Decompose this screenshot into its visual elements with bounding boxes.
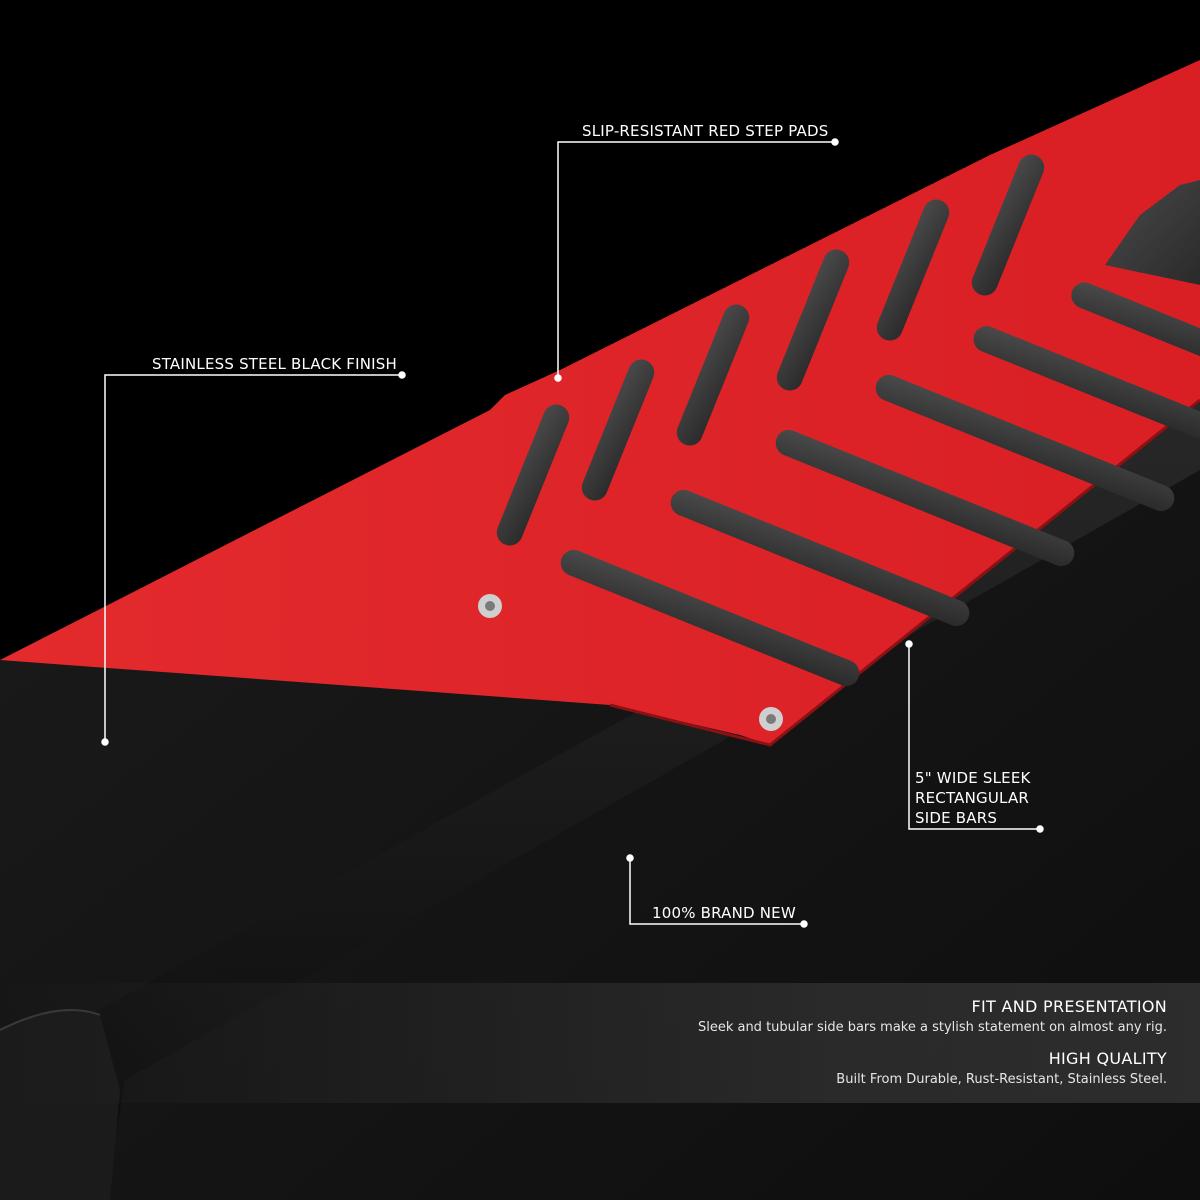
rivet-upper — [478, 594, 502, 618]
step-pad-slots — [496, 154, 1200, 687]
callout-side-bars-line-1: 5" WIDE SLEEK — [915, 769, 1031, 787]
leader-side-bars — [905, 640, 1044, 833]
callout-brand-new: 100% BRAND NEW — [652, 904, 796, 922]
feature-info-panel: FIT AND PRESENTATION Sleek and tubular s… — [0, 983, 1200, 1103]
leader-brand-new — [626, 854, 808, 928]
red-step-pad — [0, 60, 1200, 747]
callout-side-bars: 5" WIDE SLEEK RECTANGULAR SIDE BARS — [915, 768, 1065, 828]
callout-step-pads: SLIP-RESISTANT RED STEP PADS — [582, 122, 829, 140]
leader-step-pads — [554, 138, 839, 382]
leader-finish — [101, 371, 406, 746]
feature-description: Sleek and tubular side bars make a styli… — [697, 1020, 1167, 1035]
feature-title: HIGH QUALITY — [1048, 1049, 1167, 1068]
callout-side-bars-line-2: RECTANGULAR — [915, 789, 1030, 807]
callout-side-bars-line-3: SIDE BARS — [915, 809, 998, 827]
feature-high-quality: HIGH QUALITY Built From Durable, Rust-Re… — [836, 1049, 1167, 1087]
callout-finish: STAINLESS STEEL BLACK FINISH — [152, 355, 397, 373]
feature-fit-presentation: FIT AND PRESENTATION Sleek and tubular s… — [698, 997, 1167, 1035]
feature-description: Built From Durable, Rust-Resistant, Stai… — [836, 1072, 1167, 1087]
feature-title: FIT AND PRESENTATION — [971, 997, 1167, 1016]
rivet-lower — [759, 707, 783, 731]
